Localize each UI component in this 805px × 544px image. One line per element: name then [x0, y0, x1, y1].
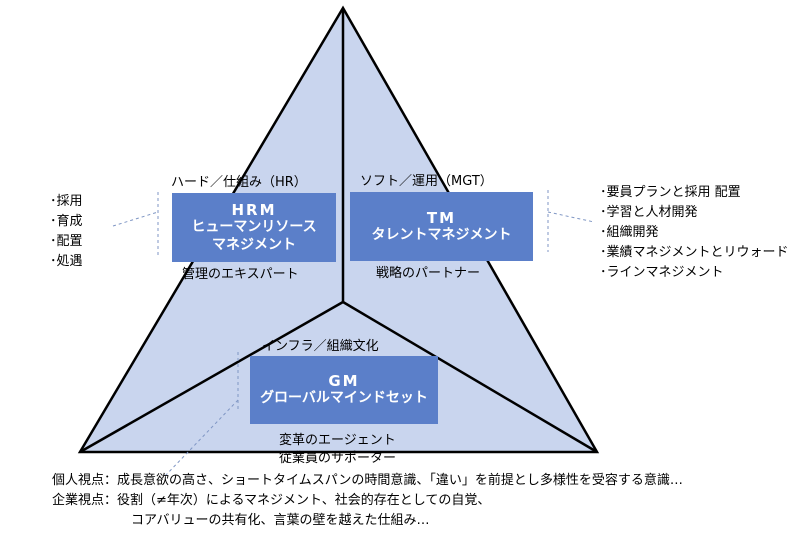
- footer-text-company: 役割（≠年次）によるマネジメント、社会的存在としての自覚、: [117, 493, 491, 508]
- tm-caption: ソフト／運用（MGT）: [360, 174, 493, 189]
- list-item: ･学習と人材開発: [600, 205, 698, 220]
- list-item: ･配置: [50, 234, 83, 249]
- gm-name: グローバルマインドセット: [260, 390, 428, 407]
- hrm-box: HRM ヒューマンリソース マネジメント: [172, 193, 336, 262]
- list-item: ･採用: [50, 194, 83, 209]
- footer-line3: コアバリューの共有化、言葉の壁を越えた仕組み…: [131, 513, 430, 528]
- hrm-caption: ハード／仕組み（HR）: [171, 175, 307, 190]
- gm-caption: インフラ／組織文化: [262, 339, 379, 354]
- tm-name: タレントマネジメント: [371, 226, 512, 243]
- footer-line1: 個人視点：成長意欲の高さ、ショートタイムスパンの時間意識、「違い」を前提とし多様…: [52, 474, 683, 487]
- list-item: ･処遇: [50, 254, 83, 269]
- hrm-name-line1: ヒューマンリソース: [191, 219, 317, 235]
- divider-left: [79, 300, 344, 454]
- hrm-connector: [112, 211, 159, 227]
- footer-line2: 企業視点：役割（≠年次）によるマネジメント、社会的存在としての自覚、: [52, 494, 490, 507]
- tm-abbr: TM: [426, 208, 457, 227]
- tm-box: TM タレントマネジメント: [350, 192, 533, 261]
- footer-text-individual: 成長意欲の高さ、ショートタイムスパンの時間意識、「違い」を前提とし多様性を受容す…: [117, 473, 683, 488]
- hrm-name-line2: マネジメント: [212, 236, 296, 253]
- gm-role-line2: 従業員のサポーター: [279, 451, 397, 466]
- gm-role-line1: 変革のエージェント: [279, 433, 396, 448]
- footer-label-individual: 個人視点：: [52, 473, 118, 488]
- gm-box: GM グローバルマインドセット: [250, 356, 438, 424]
- list-item: ･要員プランと採用 配置: [600, 185, 741, 200]
- tm-item-list: ･要員プランと採用 配置 ･学習と人材開発 ･組織開発 ･業績マネジメントとリウ…: [600, 183, 789, 283]
- hrm-role: 管理のエキスパート: [182, 267, 299, 282]
- footer-label-company: 企業視点：: [52, 493, 118, 508]
- list-item: ･業績マネジメントとリウォード: [600, 245, 789, 260]
- list-item: ･ラインマネジメント: [600, 265, 724, 280]
- gm-abbr: GM: [328, 372, 360, 391]
- hrm-abbr: HRM: [231, 201, 277, 219]
- list-item: ･育成: [50, 214, 83, 229]
- tm-connector: [547, 211, 595, 223]
- list-item: ･組織開発: [600, 225, 659, 240]
- divider-right: [342, 300, 598, 454]
- hrm-item-list: ･採用 ･育成 ･配置 ･処遇: [50, 192, 83, 272]
- tm-role: 戦略のパートナー: [376, 266, 481, 281]
